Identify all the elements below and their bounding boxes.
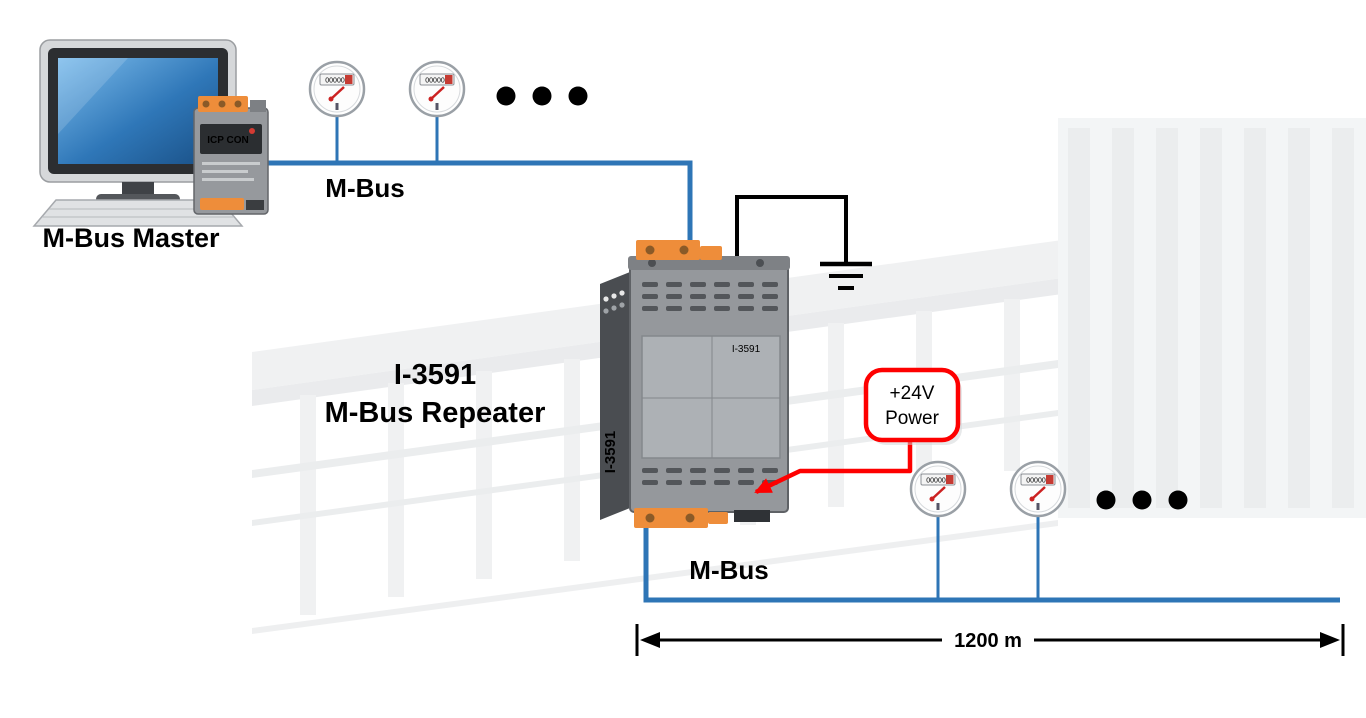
meter-icon bbox=[909, 460, 967, 518]
ellipsis-dots-top bbox=[496, 86, 588, 106]
repeater-module-icon: I-3591 I-3591 bbox=[600, 240, 790, 528]
repeater-side-label: I-3591 bbox=[602, 431, 619, 474]
repeater-front-label: I-3591 bbox=[732, 344, 761, 355]
power-label-line1: +24V bbox=[890, 383, 935, 404]
meter-stems-bottom bbox=[936, 514, 1040, 600]
power-label-line2: Power bbox=[885, 408, 940, 429]
distance-label: 1200 m bbox=[954, 630, 1022, 652]
ellipsis-dots-bottom bbox=[1096, 490, 1188, 510]
mbus-bottom-line bbox=[643, 512, 1340, 603]
mbus-master-label: M-Bus Master bbox=[42, 223, 220, 253]
ground-icon bbox=[735, 195, 872, 290]
meter-stems-top bbox=[335, 114, 439, 163]
repeater-vents bbox=[642, 282, 778, 485]
repeater-title-line1: I-3591 bbox=[394, 359, 476, 391]
power-wire bbox=[754, 440, 913, 495]
repeater-side-panel bbox=[600, 272, 630, 520]
repeater-label-plate bbox=[641, 335, 781, 459]
meter-icon bbox=[408, 60, 466, 118]
meter-icon bbox=[1009, 460, 1067, 518]
mbus-top-line bbox=[266, 160, 693, 250]
distance-dimension bbox=[635, 624, 1345, 656]
repeater-title-line2: M-Bus Repeater bbox=[325, 397, 546, 429]
monitor-screen bbox=[58, 58, 218, 164]
repeater-connectors bbox=[634, 240, 728, 528]
power-supply-box: +24V Power bbox=[863, 367, 962, 445]
keyboard-icon bbox=[32, 199, 244, 227]
mbus-master-module-icon: ICP CON bbox=[193, 96, 269, 215]
master-module-brand: ICP CON bbox=[207, 135, 249, 146]
monitor-stand bbox=[122, 182, 154, 194]
mbus-bottom-label: M-Bus bbox=[689, 555, 768, 585]
mbus-top-label: M-Bus bbox=[325, 173, 404, 203]
meter-icon bbox=[308, 60, 366, 118]
desktop-computer-icon bbox=[32, 39, 244, 227]
